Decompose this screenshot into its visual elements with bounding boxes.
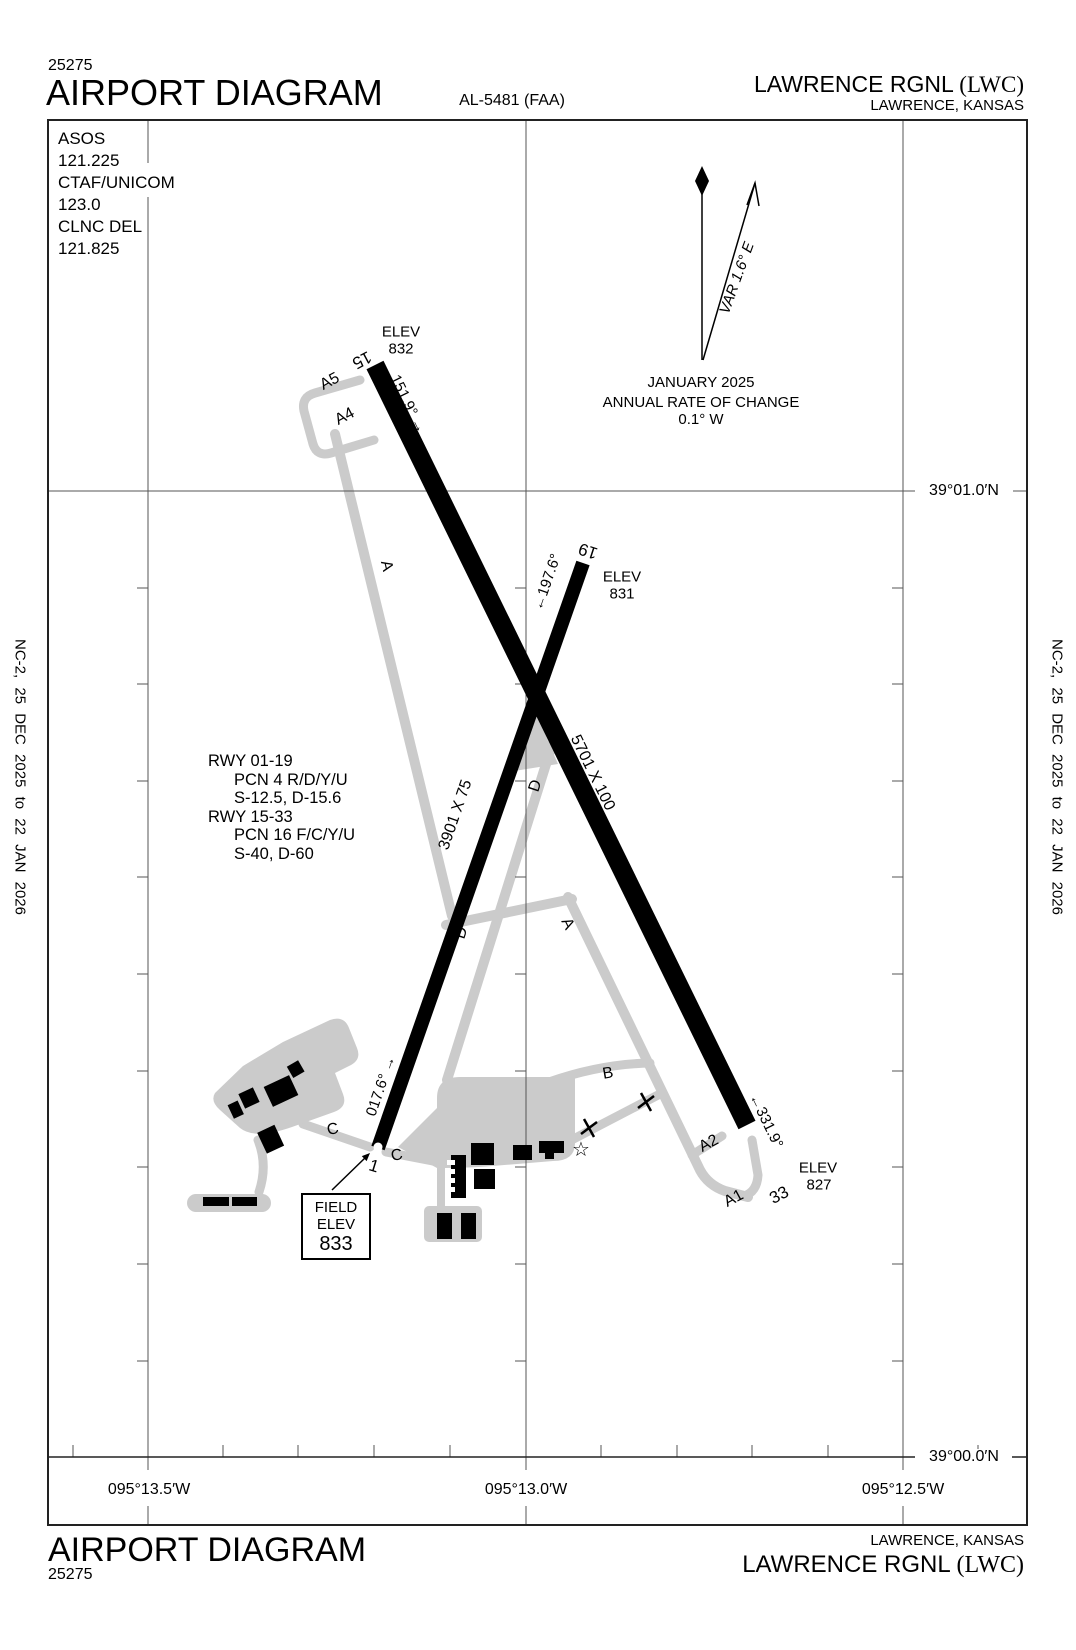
taxiway-d [442,740,557,1085]
t-hangar-building [461,1213,476,1239]
airport-city: LAWRENCE, KANSAS [870,97,1024,114]
effective-date-note-right: NC-2, 25 DEC 2025 to 22 JAN 2026 [1048,639,1066,915]
comm-line: 121.825 [58,239,120,258]
airport-beacon-icon: ☆ [572,1137,590,1161]
data-line: PCN 16 F/C/Y/U [234,826,356,844]
comm-frequency-block: ASOS 121.225 CTAF/UNICOM 123.0 CLNC DEL … [58,128,175,260]
building [263,1075,299,1107]
footer-airport-id: (LWC) [956,1552,1024,1578]
runway-01-19-shape [371,560,590,1151]
data-line: S-12.5, D-15.6 [234,789,342,807]
taxiway-a5-a4-loop [299,375,379,459]
latitude-tick-marks [137,587,903,1362]
closed-pavement-bar [232,1197,257,1206]
comm-line: CLNC DEL [58,217,143,236]
hangar-notch [447,1169,455,1174]
runway-layer [366,360,756,1152]
building [238,1087,260,1109]
hangar-notch [447,1178,455,1183]
variation-date: JANUARY 2025 [647,374,755,391]
airport-id: (LWC) [959,72,1024,97]
taxiway-a2-stub [687,1131,727,1160]
west-ramp-stem [253,1135,268,1197]
building [471,1143,494,1165]
rwy15-elev-value: 832 [388,340,414,358]
main-apron [437,1077,575,1168]
closed-pavement-bar [203,1197,229,1206]
rwy33-elev-value: 827 [806,1176,832,1194]
latitude-label-39-01: 39°01.0′N [925,483,1003,499]
annual-rate-label: ANNUAL RATE OF CHANGE [602,394,800,411]
rwy15-elev-label: ELEV [381,323,421,341]
longitude-label-12-5: 095°12.5′W [857,1482,949,1498]
building [257,1124,285,1154]
annual-rate-value: 0.1° W [678,411,724,428]
comm-line: 121.225 [58,151,120,170]
comm-line: 123.0 [58,195,101,214]
rwy19-elev-value: 831 [609,585,635,603]
data-line: PCN 4 R/D/Y/U [234,770,348,789]
footer-airport-name: LAWRENCE RGNL (LWC) [742,1551,1024,1578]
closed-taxiway-x-marks [580,1092,655,1138]
rwy19-elev-label: ELEV [602,568,642,586]
runway-data-block: RWY 01-19 PCN 4 R/D/Y/U S-12.5, D-15.6 R… [208,752,355,863]
field-elev-box: FIELD ELEV 833 [301,1193,371,1260]
comm-line: ASOS [58,129,106,148]
chart-border [47,119,1028,1526]
x-mark [637,1092,655,1112]
page-title: AIRPORT DIAGRAM [46,72,383,113]
north-arrow-group [695,166,760,361]
magnetic-north-line [702,182,756,361]
graticule-layer [48,120,1027,1525]
building [227,1100,244,1119]
data-line: RWY 01-19 [208,752,293,770]
field-elev-arrow [331,1153,370,1191]
footer-edition-code: 25275 [48,1566,93,1583]
rwy33-elev-label: ELEV [798,1159,838,1177]
t-hangar-building [437,1213,452,1239]
taxiway-a-southeast [563,892,753,1202]
footer-title: AIRPORT DIAGRAM [48,1531,367,1569]
chart-reference: AL-5481 (FAA) [459,92,565,109]
magnetic-north-arrowhead [746,180,760,207]
x-mark [580,1118,598,1138]
taxiway-c-west [298,1119,375,1152]
hangar-notch [447,1187,455,1192]
comm-line: CTAF/UNICOM [58,173,175,192]
runway-15-33-shape [366,360,756,1130]
longitude-tick-marks [72,1445,979,1457]
longitude-label-13-5: 095°13.5′W [103,1482,195,1498]
longitude-label-13-0: 095°13.0′W [480,1482,572,1498]
field-elev-value: 833 [319,1233,353,1255]
building [286,1060,305,1079]
taxiway-a-northwest [330,429,457,921]
footer-city: LAWRENCE, KANSAS [870,1532,1024,1549]
building-layer [203,1060,564,1239]
runway-01-threshold-dot [373,1142,383,1152]
field-elev-line1: FIELD [314,1199,358,1216]
chart-edition-code: 25275 [48,57,93,74]
data-line: RWY 15-33 [208,807,293,826]
building [545,1153,554,1159]
building [474,1169,495,1189]
hangar-notch [447,1160,455,1165]
latitude-label-39-00: 39°00.0′N [925,1449,1003,1465]
taxiway-a1-stub [739,1135,763,1201]
field-elev-line2: ELEV [316,1216,356,1233]
taxiway-a-runway-crossing [441,894,577,930]
apron-west-wedge [398,1108,437,1168]
airport-name: LAWRENCE RGNL (LWC) [753,71,1024,97]
building [539,1141,564,1153]
data-line: S-40, D-60 [234,844,314,863]
true-north-arrowhead [695,166,709,196]
effective-date-note-left: NC-2, 25 DEC 2025 to 22 JAN 2026 [11,639,29,915]
building [513,1145,532,1160]
